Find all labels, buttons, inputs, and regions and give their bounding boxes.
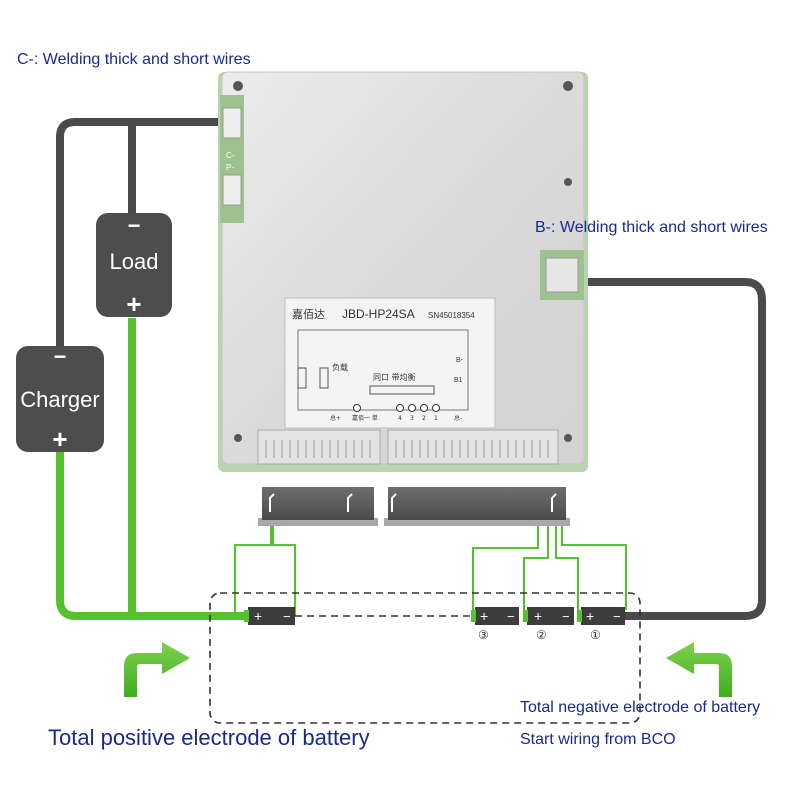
schematic-inner-text: 同口 带均衡 [373,372,416,382]
board-label-sticker [284,297,496,429]
total-negative-label: Total negative electrode of battery [520,699,761,716]
balance-wire-2 [523,525,549,610]
header-pins [265,440,549,458]
battery-pack-outline [209,592,641,724]
b-minus-wire [585,278,766,620]
battery-cells: + − + − + − + − [244,607,625,625]
load-positive-sign: + [126,289,142,319]
p-pad [222,174,242,206]
svg-text:−: − [507,609,515,624]
schematic-resistor-1 [297,367,307,389]
schematic-bottom-4: 2 [422,415,426,422]
board-serial: SN45018354 [428,311,475,320]
c-pad [222,107,242,139]
schematic-bottom-5: 1 [434,415,438,422]
schematic-resistor-2 [319,367,329,389]
load-box: − Load + [96,213,172,317]
b-minus-pad-metal [545,257,579,293]
schematic-terminals [353,404,440,412]
negative-turn-arrow-icon [666,642,732,697]
charger-box: − Charger + [16,346,104,452]
schematic-bottom-6: 总- [454,414,462,422]
charger-label: Charger [20,387,100,412]
dark-wires [56,118,766,620]
plug-notch-marks [269,493,557,512]
balance-wire-left-b [272,525,296,616]
board-brand: 嘉佰达 [292,307,325,321]
board-header-left [257,429,381,465]
cell-number-1: ① [590,628,601,642]
balance-wire-3 [472,525,539,610]
positive-turn-arrow-icon [124,642,190,697]
board-header-right [387,429,559,465]
load-label: Load [109,249,159,274]
balance-wire-1a [555,525,579,610]
svg-text:−: − [283,609,291,624]
svg-text:+: + [586,608,594,624]
schematic-bottom-2: 4 [398,415,402,422]
cell-number-3: ③ [478,628,489,642]
schematic-bottom-1: 嘉佰一 单 [352,414,378,422]
battery-cell-1: + − [577,607,625,625]
balance-plug-left-base [258,518,378,526]
bms-board: C- P- 嘉佰达 JBD-HP24SA SN45018354 负载 同口 带均… [218,71,588,472]
pad-label-c: C- [226,151,235,160]
balance-plug-right [388,487,566,520]
charger-positive-sign: + [52,424,68,454]
battery-cell-3: + − [471,607,519,625]
balance-plugs [258,487,570,526]
balance-plug-right-base [384,518,570,526]
battery-cell-main: + − [244,607,295,625]
svg-text:+: + [534,608,542,624]
positive-wires [56,318,248,620]
c-minus-note: C-: Welding thick and short wires [17,51,251,68]
svg-text:+: + [254,608,262,624]
svg-text:+: + [480,608,488,624]
start-wiring-label: Start wiring from BCO [520,731,676,748]
cell-number-2: ② [536,628,547,642]
b-minus-note: B-: Welding thick and short wires [535,219,768,236]
balance-plug-left [262,487,374,520]
battery-cell-2: + − [523,607,574,625]
board-model: JBD-HP24SA [342,307,415,321]
schematic-b1: B1 [454,377,463,384]
svg-text:−: − [613,609,621,624]
total-positive-label: Total positive electrode of battery [48,725,370,750]
schematic-b-minus: B- [456,357,464,364]
schematic-bottom-0: 总+ [330,414,341,422]
schematic-bottom-3: 3 [410,415,414,422]
charger-positive-wire [56,450,248,620]
svg-text:−: − [562,609,570,624]
pad-label-p: P- [226,163,234,172]
c-minus-wire [56,118,218,350]
balance-wires [234,525,627,617]
balance-wire-1b [561,525,627,610]
load-negative-sign: − [127,213,141,238]
charger-negative-sign: − [53,344,67,369]
schematic-connector [369,385,435,395]
balance-wire-left-a [234,525,272,617]
schematic-side-text: 负载 [332,362,348,372]
